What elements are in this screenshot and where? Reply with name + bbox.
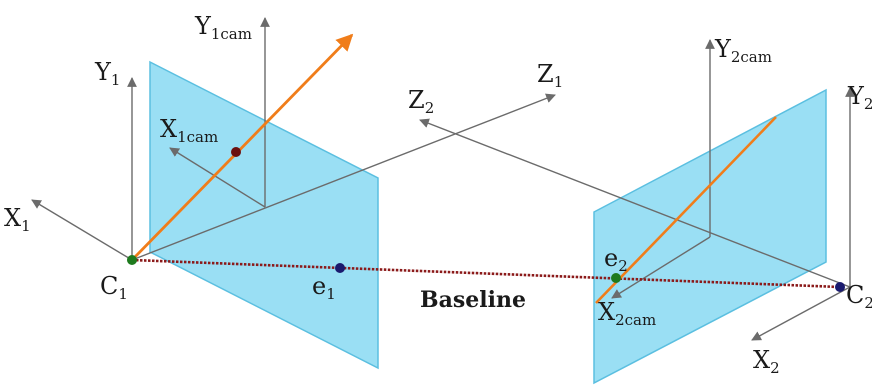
label-baseline: Baseline xyxy=(420,287,526,313)
label-x1: X1 xyxy=(4,204,31,235)
epipole-e2 xyxy=(611,273,621,283)
label-x2cam: X2cam xyxy=(598,298,656,329)
camera-center-c1 xyxy=(127,255,137,265)
viewing-ray xyxy=(130,33,354,261)
x2-axis xyxy=(751,286,851,341)
label-x2: X2 xyxy=(753,346,780,377)
label-x1cam: X1cam xyxy=(160,115,218,146)
z2-axis xyxy=(419,118,851,288)
epipole-e1 xyxy=(335,263,345,273)
epipolar-line xyxy=(595,116,777,304)
label-e1: e1 xyxy=(312,272,336,303)
image-point-x1 xyxy=(231,147,241,157)
label-y1: Y1 xyxy=(94,58,120,89)
x1-axis xyxy=(31,199,133,261)
camera-center-c2 xyxy=(835,282,845,292)
label-z1: Z1 xyxy=(537,60,563,91)
x2cam-axis xyxy=(611,236,711,299)
label-y1cam: Y1cam xyxy=(194,12,252,43)
label-y2: Y2 xyxy=(847,82,872,113)
z1-axis xyxy=(131,93,556,261)
left-image-plane xyxy=(149,60,379,370)
baseline-line xyxy=(131,258,841,289)
label-e2: e2 xyxy=(604,244,628,275)
x1cam-axis xyxy=(169,147,266,208)
label-y2cam: Y2cam xyxy=(714,35,772,66)
label-c1: C1 xyxy=(100,272,128,303)
label-c2: C2 xyxy=(846,281,872,312)
label-z2: Z2 xyxy=(408,86,434,117)
